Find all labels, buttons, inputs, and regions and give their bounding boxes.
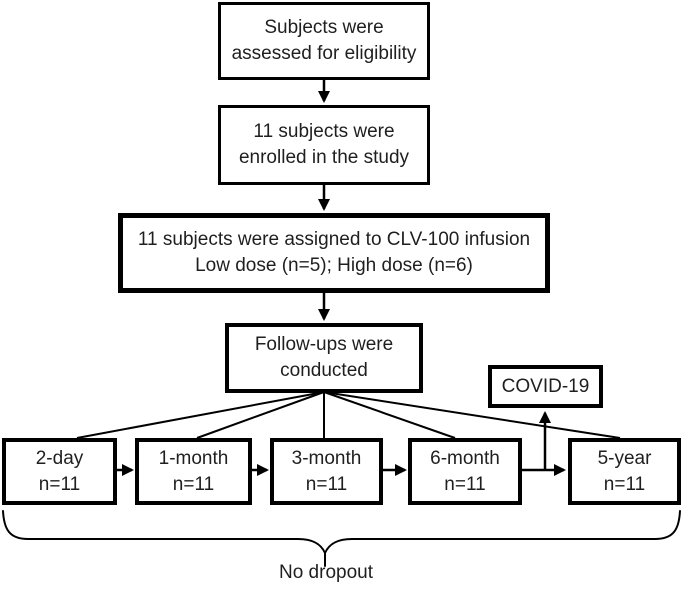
timepoint-n: n=11 xyxy=(444,473,486,495)
timepoint-label: 5-year xyxy=(597,447,652,469)
fan-line-to-5year xyxy=(323,391,621,439)
fan-line-to-6month xyxy=(323,391,456,439)
box-timepoint-1month: 1-month n=11 xyxy=(135,438,252,505)
underbrace xyxy=(2,510,326,554)
box-followups-line1: Follow-ups were xyxy=(254,334,394,355)
fan-line-to-1month xyxy=(196,391,325,439)
box-assigned-line2: Low dose (n=5); High dose (n=6) xyxy=(195,255,473,276)
brace-label-no-dropout: No dropout xyxy=(278,562,373,583)
box-covid: COVID-19 xyxy=(488,365,603,408)
box-covid-label: COVID-19 xyxy=(501,375,590,397)
timepoint-n: n=11 xyxy=(38,473,81,495)
box-followups: Follow-ups were conducted xyxy=(225,323,423,393)
box-timepoint-3month: 3-month n=11 xyxy=(270,438,383,505)
timepoint-n: n=11 xyxy=(172,473,215,495)
box-followups-line2: conducted xyxy=(280,360,368,381)
timepoint-label: 3-month xyxy=(291,447,362,469)
box-timepoint-6month: 6-month n=11 xyxy=(408,438,522,505)
box-enrolled-line2: enrolled in the study xyxy=(238,147,410,168)
box-timepoint-5year: 5-year n=11 xyxy=(568,438,681,505)
box-assigned-line1: 11 subjects were assigned to CLV-100 inf… xyxy=(137,229,531,250)
box-enrolled: 11 subjects were enrolled in the study xyxy=(218,105,430,185)
box-eligibility-line2: assessed for eligibility xyxy=(231,43,417,64)
timepoint-n: n=11 xyxy=(603,473,646,495)
box-eligibility-line1: Subjects were xyxy=(264,17,384,38)
timepoint-label: 1-month xyxy=(158,447,229,469)
box-enrolled-line1: 11 subjects were xyxy=(253,121,395,142)
box-timepoint-2day: 2-day n=11 xyxy=(2,438,117,505)
timepoint-n: n=11 xyxy=(305,473,348,495)
box-assigned: 11 subjects were assigned to CLV-100 inf… xyxy=(118,213,550,293)
fan-line-to-2day xyxy=(76,391,325,439)
box-eligibility: Subjects were assessed for eligibility xyxy=(218,2,430,80)
timepoint-label: 2-day xyxy=(35,447,84,469)
underbrace-right xyxy=(324,510,681,554)
timepoint-label: 6-month xyxy=(430,447,500,469)
